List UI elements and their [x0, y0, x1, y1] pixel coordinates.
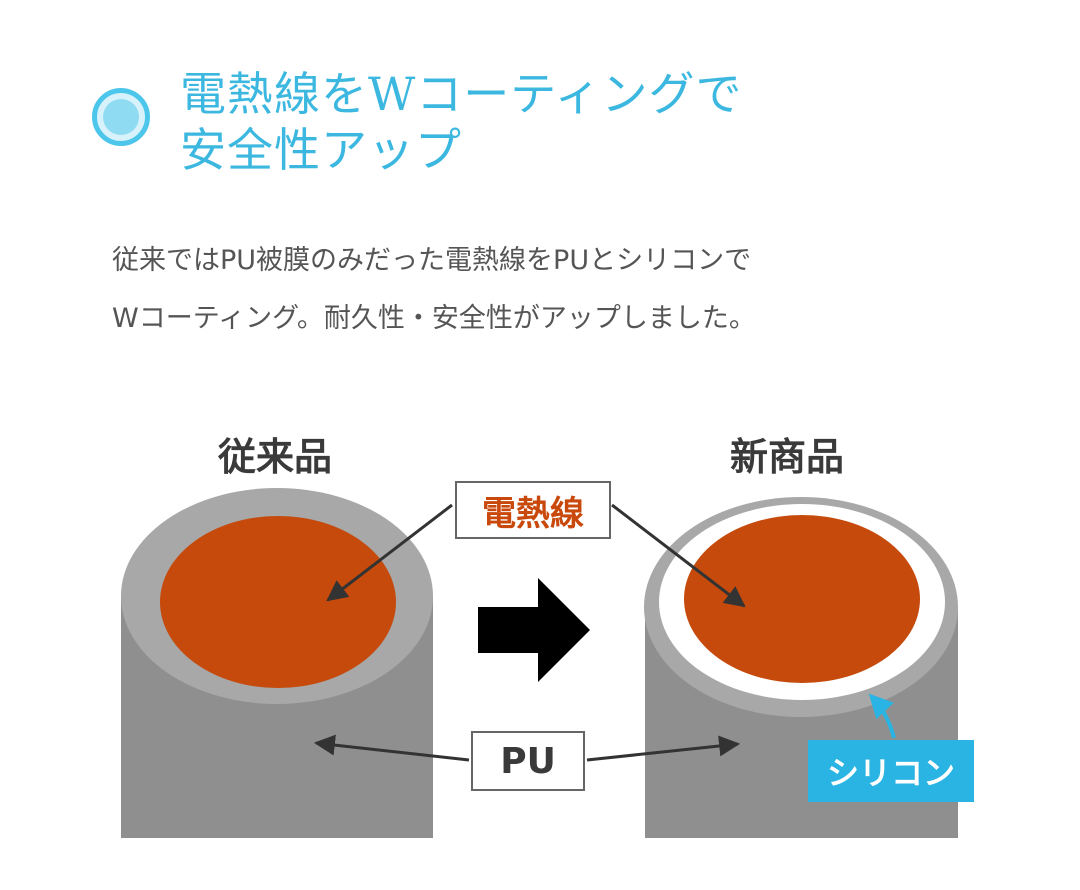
circle-bullet-icon: [92, 88, 150, 146]
old-heating-wire: [160, 516, 396, 688]
silicone-pointer: [868, 693, 896, 739]
old-product-cylinder: [121, 488, 433, 838]
description-line-1: 従来ではPU被膜のみだった電熱線をPUとシリコンで: [112, 245, 752, 276]
description-line-2: Wコーティング。耐久性・安全性がアップしました。: [112, 303, 756, 334]
new-product-label: 新商品: [730, 435, 845, 479]
transition-arrow-icon: [478, 578, 590, 682]
new-product-cylinder: [644, 497, 958, 838]
heading-line-1: 電熱線をWコーティングで: [180, 67, 743, 121]
pu-label: PU: [471, 731, 585, 791]
new-heating-wire: [684, 515, 920, 683]
heating-wire-pointer-old: [326, 503, 453, 602]
pu-pointer-new: [586, 735, 741, 762]
old-product-label: 従来品: [218, 435, 333, 479]
pu-pointer-old: [313, 734, 470, 762]
heating-wire-pointer-new: [611, 503, 746, 608]
description: 従来ではPU被膜のみだった電熱線をPUとシリコンで Wコーティング。耐久性・安全…: [112, 232, 756, 348]
silicone-label: シリコン: [808, 740, 974, 802]
heating-wire-label: 電熱線: [455, 481, 611, 539]
heading-line-2: 安全性アップ: [180, 123, 462, 177]
section-heading: 電熱線をWコーティングで 安全性アップ: [92, 62, 992, 192]
